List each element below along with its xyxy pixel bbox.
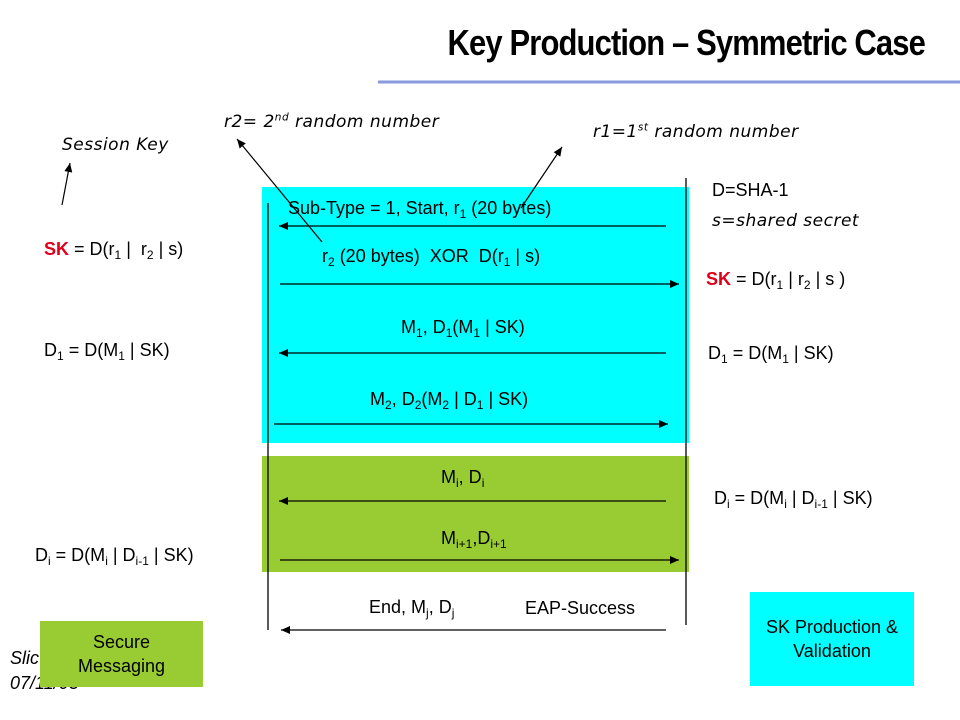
legend-secure-messaging-label: Secure Messaging [77, 632, 166, 676]
message-mi: Mi, Di [441, 467, 485, 490]
s-definition: s=shared secret [712, 211, 860, 231]
r1-annotation: r1=1st random number [593, 121, 799, 142]
sk-production-phase-box [262, 187, 689, 443]
message-r2-xor: r2 (20 bytes) XOR D(r1 | s) [322, 246, 541, 269]
pointer-r1 [520, 146, 563, 209]
left-sk-equation: SK = D(r1 | r2 | s) [44, 239, 184, 262]
session-key-annotation: Session Key [62, 135, 169, 155]
legend-secure-messaging: Secure Messaging [40, 621, 203, 687]
left-sk-label: SK [44, 239, 70, 259]
r1-annotation-text: r1=1st random number [593, 121, 799, 142]
right-sk-label: SK [706, 269, 732, 289]
pointer-r2 [236, 138, 323, 243]
message-m1: M1, D1(M1 | SK) [401, 317, 525, 340]
slide-label: Slic [10, 648, 40, 668]
secure-messaging-phase-box [262, 456, 689, 572]
r2-annotation-text: r2= 2nd random number [224, 111, 440, 132]
left-d1-equation: D1 = D(M1 | SK) [44, 340, 170, 363]
message-start: Sub-Type = 1, Start, r1 (20 bytes) [288, 198, 552, 221]
right-sk-equation: SK = D(r1 | r2 | s ) [706, 269, 846, 292]
pointer-session-key [61, 162, 73, 206]
legend-sk-production-label: SK Production & Validation [765, 617, 899, 661]
right-d1-equation: D1 = D(M1 | SK) [708, 343, 834, 366]
left-di-equation: Di = D(Mi | Di-1 | SK) [35, 545, 194, 568]
r2-annotation: r2= 2nd random number [224, 111, 439, 132]
d-definition: D=SHA-1 [712, 180, 789, 200]
message-mi-plus-1: Mi+1,Di+1 [441, 528, 507, 551]
message-eap-success: EAP-Success [525, 598, 636, 618]
message-end: End, Mj, Dj [369, 597, 455, 620]
page-title: Key Production – Symmetric Case [447, 22, 926, 63]
message-m2: M2, D2(M2 | D1 | SK) [370, 389, 529, 412]
legend-sk-production: SK Production & Validation [750, 592, 914, 686]
right-di-equation: Di = D(Mi | Di-1 | SK) [714, 488, 873, 511]
